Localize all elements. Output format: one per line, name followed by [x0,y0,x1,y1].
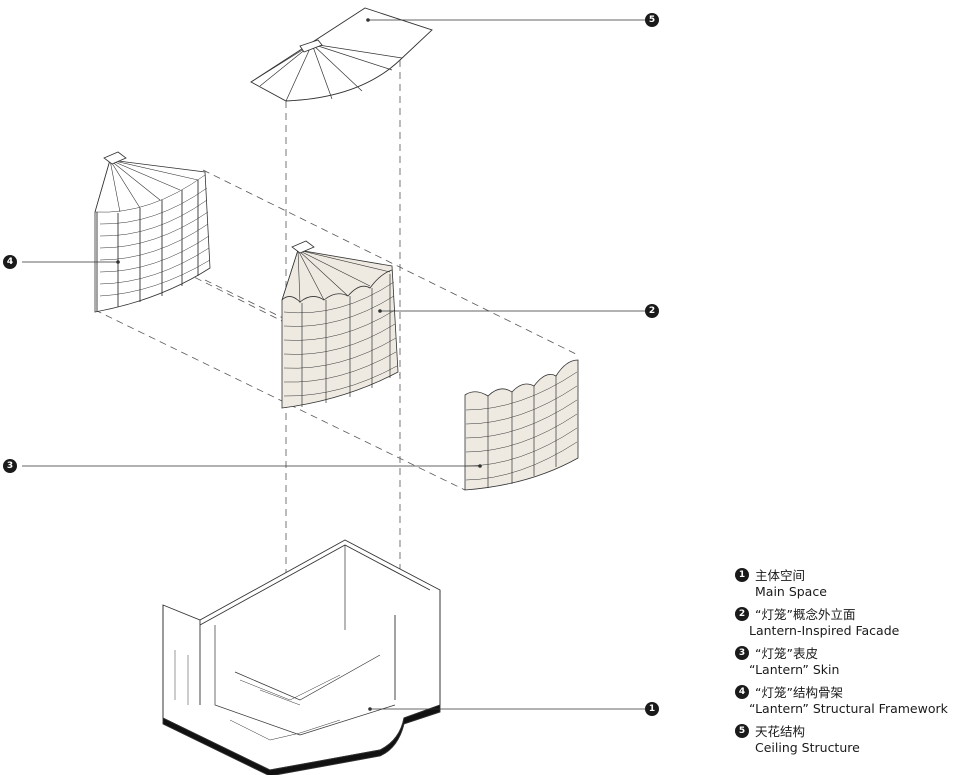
legend-cn-label: 主体空间 [755,568,806,583]
callout-marker-1: 1 [645,702,659,716]
lantern-skin [464,359,579,491]
legend-marker-1: 1 [735,568,749,582]
legend-item-main-space: 1 主体空间 Main Space [735,567,957,600]
legend-cn-label: “灯笼”结构骨架 [755,685,843,700]
legend-en-label: “Lantern” Skin [749,662,840,677]
legend-marker-3: 3 [735,646,749,660]
main-space [162,539,441,775]
structural-framework [94,151,211,313]
callout-marker-4: 4 [3,255,17,269]
callout-marker-2: 2 [645,304,659,318]
legend-en-label: Lantern-Inspired Facade [749,623,900,638]
legend-cn-label: “灯笼”表皮 [755,646,818,661]
leader-lines [22,19,645,710]
ceiling-structure [250,7,433,102]
legend-item-structural-framework: 4 “灯笼”结构骨架 “Lantern” Structural Framewor… [735,684,957,717]
legend-marker-2: 2 [735,607,749,621]
callout-marker-5: 5 [645,13,659,27]
legend-cn-label: “灯笼”概念外立面 [755,607,856,622]
legend-en-label: Main Space [755,584,827,599]
legend: 1 主体空间 Main Space 2 “灯笼”概念外立面 Lantern-In… [735,567,957,762]
callout-marker-3: 3 [3,459,17,473]
lantern-facade [281,240,399,409]
leader-dots [116,18,482,711]
legend-en-label: “Lantern” Structural Framework [749,701,948,716]
legend-marker-5: 5 [735,724,749,738]
legend-cn-label: 天花结构 [755,724,806,739]
legend-item-ceiling-structure: 5 天花结构 Ceiling Structure [735,723,957,756]
legend-item-lantern-facade: 2 “灯笼”概念外立面 Lantern-Inspired Facade [735,606,957,639]
legend-item-lantern-skin: 3 “灯笼”表皮 “Lantern” Skin [735,645,957,678]
legend-marker-4: 4 [735,685,749,699]
legend-en-label: Ceiling Structure [755,740,860,755]
